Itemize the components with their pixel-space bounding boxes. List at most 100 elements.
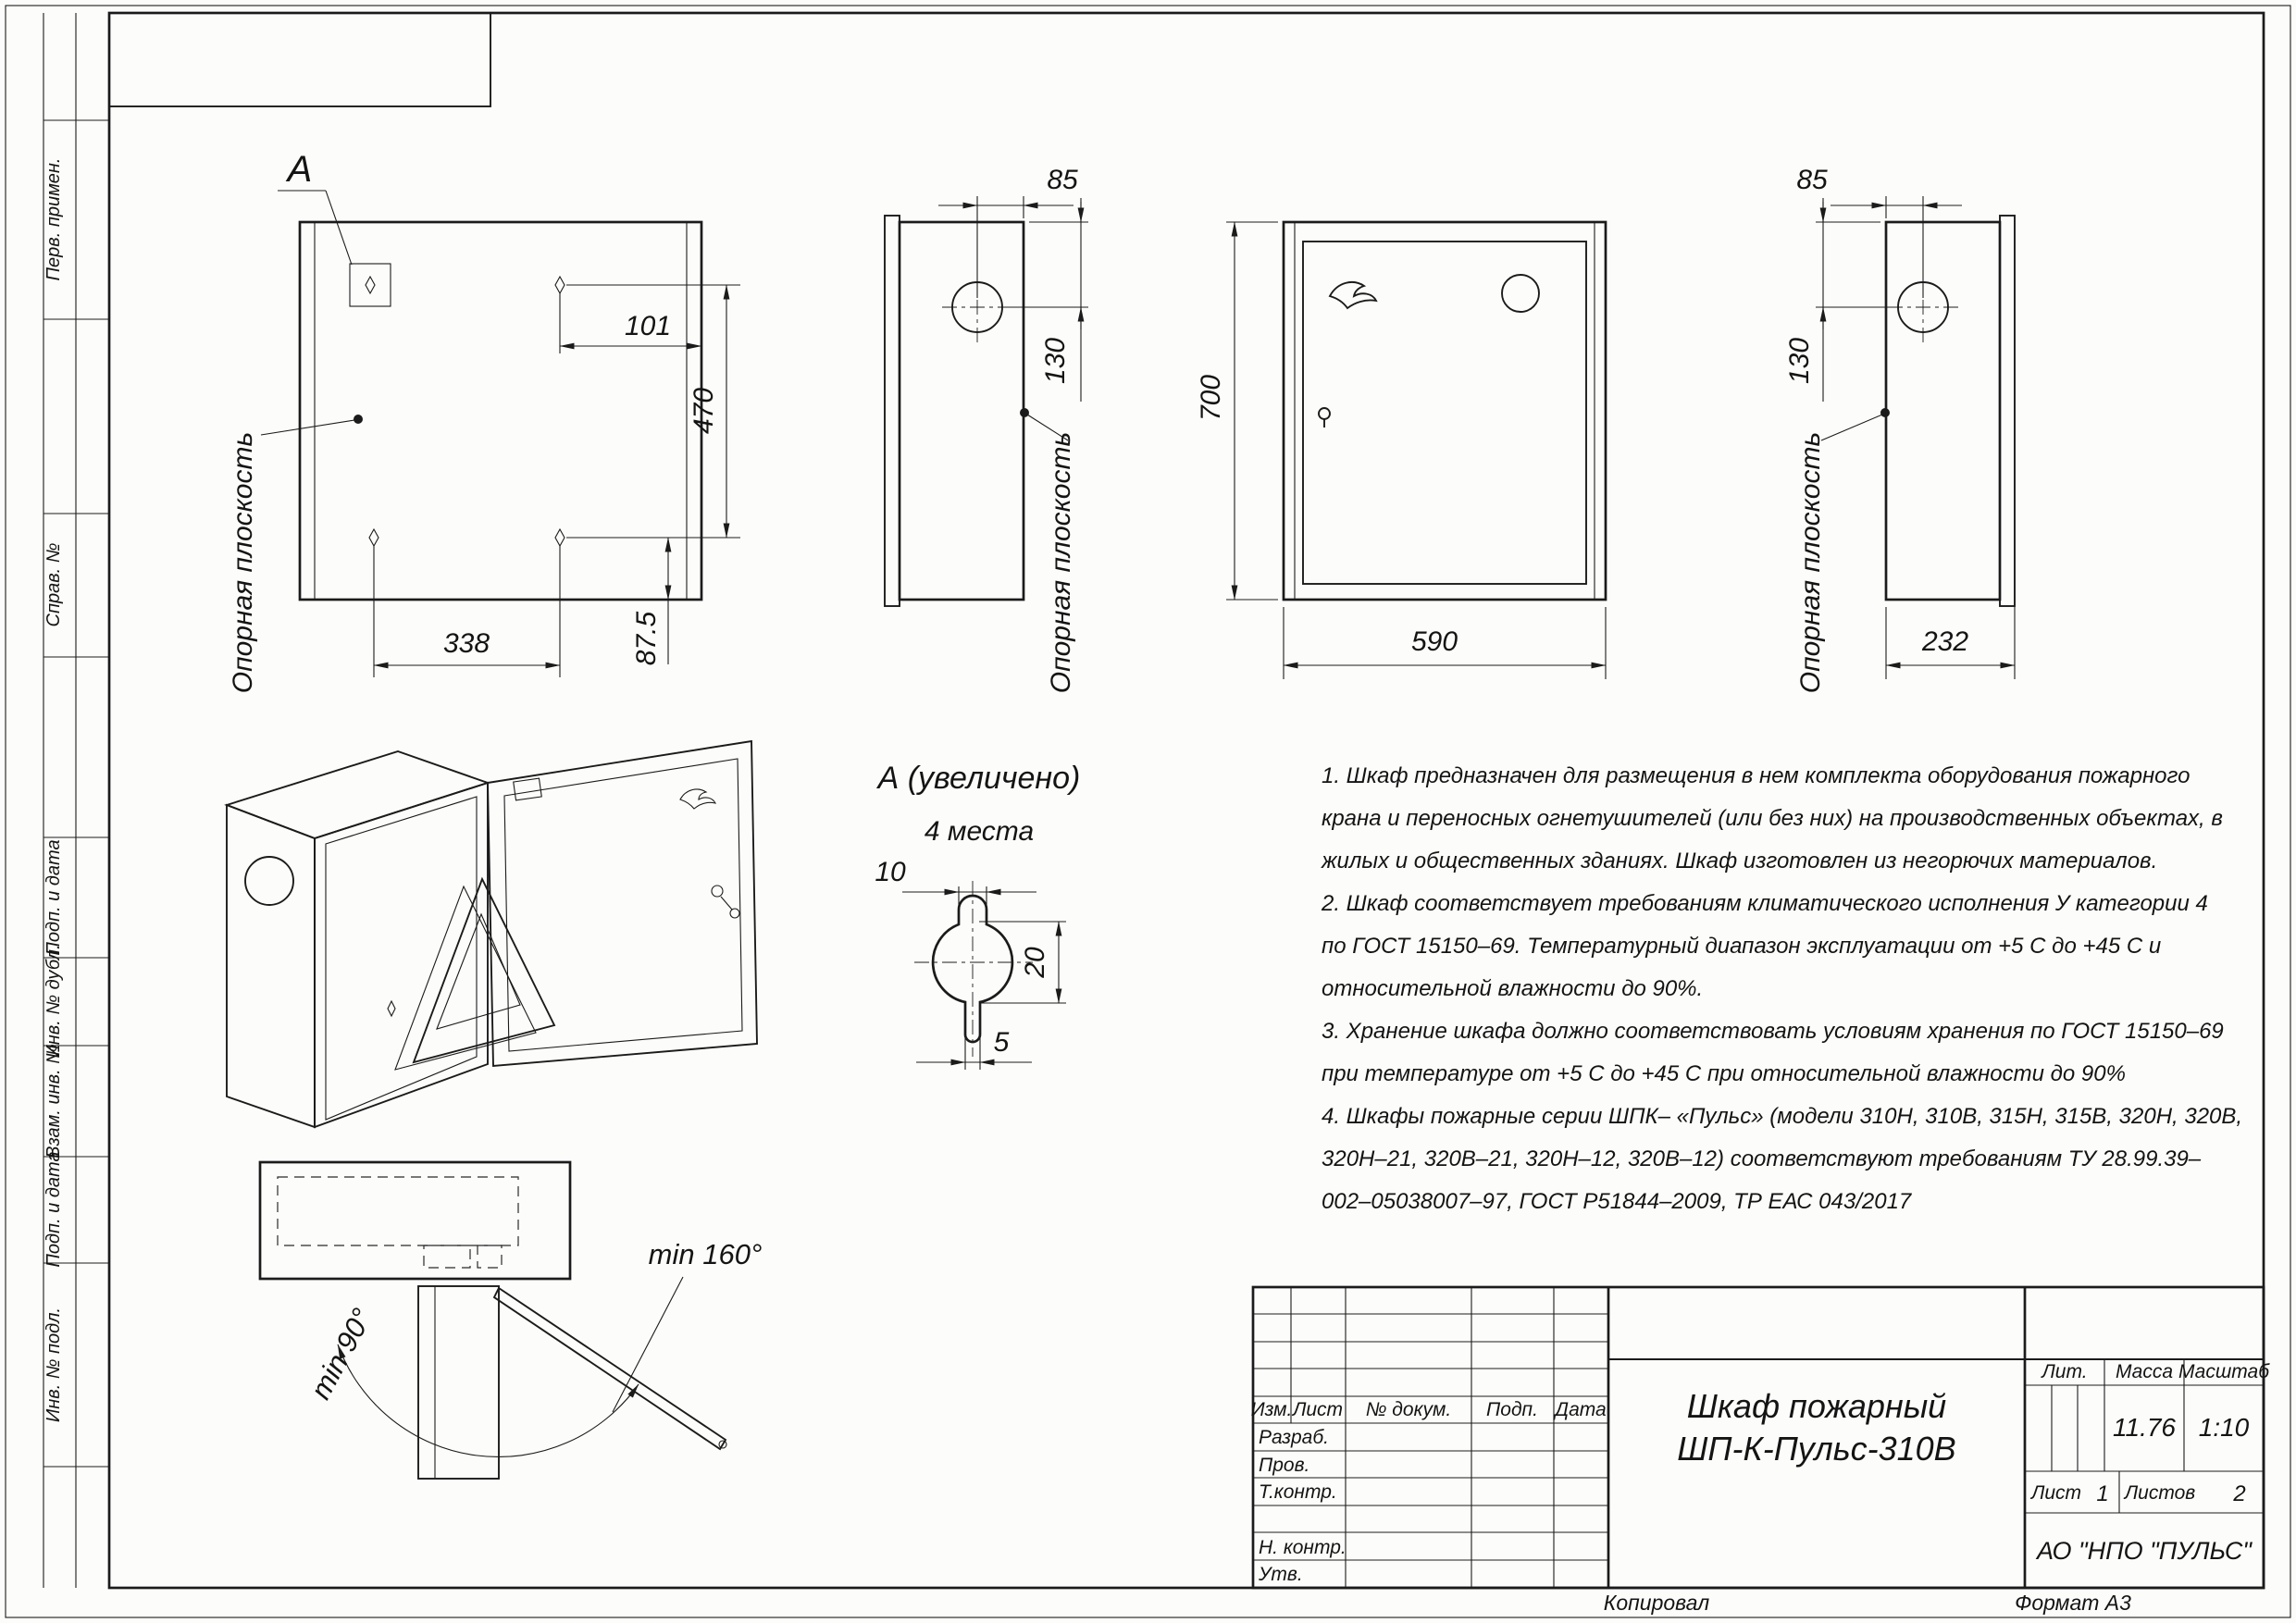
view-front-door: 700 590 bbox=[1196, 220, 1607, 679]
extinguisher-bracket-back bbox=[394, 885, 537, 1071]
dim-5: 5 bbox=[994, 1027, 1010, 1058]
note-line: 002–05038007–97, ГОСТ Р51844–2009, ТР ЕА… bbox=[1322, 1189, 1913, 1214]
note-line: 320Н–21, 320В–21, 320Н–12, 320В–12) соот… bbox=[1322, 1146, 2202, 1171]
cabinet-outline bbox=[1282, 220, 1607, 601]
hidden-inner-outline bbox=[277, 1176, 519, 1246]
col-izm: Изм. bbox=[1251, 1399, 1293, 1420]
brand-logo-icon bbox=[679, 788, 717, 810]
lit-label: Лит. bbox=[2040, 1361, 2087, 1382]
note-line: 3. Хранение шкафа должно соответствовать… bbox=[1322, 1019, 2224, 1044]
dim-87-5: 87.5 bbox=[631, 611, 662, 665]
keyhole-mark bbox=[554, 527, 565, 548]
keyhole-shape bbox=[931, 894, 1014, 1044]
margin-label-vzam-inv: Взам. инв. № bbox=[43, 1044, 64, 1158]
sheet-border bbox=[5, 5, 2291, 1618]
doc-title-line2: ШП-К-Пульс-310В bbox=[1677, 1430, 1955, 1468]
detail-a: А (увеличено) 4 места 10 20 5 bbox=[875, 761, 1080, 1070]
leader-dot bbox=[354, 415, 363, 424]
title-block: Изм. Лист № докум. Подп. Дата Разраб. Пр… bbox=[1251, 1285, 2270, 1590]
margin-label-perv-primen: Перв. примен. bbox=[43, 158, 64, 281]
dim-101: 101 bbox=[625, 311, 671, 341]
keyhole-mark bbox=[387, 999, 396, 1018]
latch bbox=[513, 777, 542, 801]
margin-label-podp-data-1: Подп. и дата bbox=[43, 839, 64, 955]
brand-logo-icon bbox=[1328, 281, 1378, 310]
bracket-cutout bbox=[436, 912, 521, 1030]
masshtab-value: 1:10 bbox=[2199, 1413, 2250, 1442]
margin-label-podp-data-2: Подп. и дата bbox=[43, 1151, 64, 1267]
dim-20: 20 bbox=[1020, 947, 1050, 979]
detail-count: 4 места bbox=[925, 816, 1034, 847]
note-line: 2. Шкаф соответствует требованиям климат… bbox=[1321, 891, 2208, 916]
door-inner-panel bbox=[503, 758, 743, 1052]
massa-label: Масса bbox=[2116, 1361, 2173, 1382]
lock-with-key bbox=[711, 885, 724, 898]
door-at-90 bbox=[417, 1285, 500, 1480]
technical-notes: 1. Шкаф предназначен для размещения в не… bbox=[1321, 763, 2242, 1214]
listov-label: Листов bbox=[2123, 1482, 2196, 1504]
side-face bbox=[226, 803, 316, 1129]
role-prov: Пров. bbox=[1259, 1455, 1309, 1476]
dim-232: 232 bbox=[1921, 626, 1968, 657]
cabinet-plan bbox=[258, 1160, 572, 1281]
cabinet-outline bbox=[1884, 220, 2002, 601]
hose-hole bbox=[244, 856, 294, 906]
extinguisher-bracket bbox=[412, 876, 556, 1064]
opening-inner-frame bbox=[325, 796, 478, 1121]
margin-label-sprav-no: Справ. № bbox=[43, 543, 64, 627]
note-line: 1. Шкаф предназначен для размещения в не… bbox=[1322, 763, 2190, 788]
note-line: 4. Шкафы пожарные серии ШПК– «Пульс» (мо… bbox=[1322, 1104, 2242, 1129]
dim-130: 130 bbox=[1784, 338, 1815, 384]
leader-dot bbox=[1880, 408, 1890, 417]
listov-value: 2 bbox=[2232, 1481, 2245, 1506]
key-ring bbox=[729, 908, 740, 919]
role-razrab: Разраб. bbox=[1259, 1427, 1329, 1448]
swing-arc bbox=[337, 1344, 639, 1458]
note-line: относительной влажности до 90%. bbox=[1322, 976, 1703, 1001]
view-front-mounting: А Опорная плоскость 101 470 87.5 338 bbox=[228, 149, 740, 693]
dim-700: 700 bbox=[1196, 375, 1226, 421]
detail-title: А (увеличено) bbox=[876, 761, 1081, 796]
footer-copy-label: Копировал bbox=[1604, 1591, 1709, 1615]
sheet-frame: Перв. примен. Справ. № Подп. и дата Инв.… bbox=[5, 5, 2291, 1618]
view-side-left: 85 130 Опорная плоскость bbox=[884, 165, 1088, 694]
support-plane-label: Опорная плоскость bbox=[1795, 432, 1826, 694]
support-plane-label: Опорная плоскость bbox=[1046, 432, 1076, 694]
flange bbox=[884, 215, 900, 607]
margin-label-inv-dubl: Инв. № дубл. bbox=[43, 945, 64, 1059]
leader-line bbox=[1820, 414, 1883, 441]
drawing-frame bbox=[107, 11, 2265, 1590]
view-plan-door-swing: min 160° min 90° bbox=[258, 1160, 762, 1480]
dim-10: 10 bbox=[875, 857, 906, 887]
role-tkontr: Т.контр. bbox=[1259, 1481, 1337, 1503]
lock-hole bbox=[1318, 407, 1331, 420]
doc-title-line1: Шкаф пожарный bbox=[1687, 1387, 1946, 1425]
cabinet-outline bbox=[298, 220, 703, 601]
col-podp: Подп. bbox=[1486, 1399, 1538, 1420]
title-block-outline bbox=[1251, 1285, 2265, 1590]
list-label: Лист bbox=[2029, 1482, 2081, 1504]
hose-hole bbox=[1501, 274, 1540, 313]
keyhole-mark bbox=[365, 275, 376, 295]
company-name: АО "НПО "ПУЛЬС" bbox=[2035, 1537, 2253, 1565]
leader-dot bbox=[1020, 408, 1029, 417]
dim-85: 85 bbox=[1796, 165, 1828, 195]
angle-min-label: min 90° bbox=[304, 1303, 379, 1405]
view-isometric bbox=[224, 739, 758, 1129]
list-value: 1 bbox=[2096, 1481, 2108, 1506]
role-nkontr: Н. контр. bbox=[1259, 1537, 1347, 1558]
key-shank bbox=[720, 896, 733, 911]
leader-line bbox=[1026, 414, 1069, 441]
support-plane-label: Опорная плоскость bbox=[228, 432, 258, 694]
note-line: по ГОСТ 15150–69. Температурный диапазон… bbox=[1322, 934, 2161, 959]
col-doc: № докум. bbox=[1366, 1399, 1452, 1420]
leader-line bbox=[260, 419, 355, 436]
hidden-bracket bbox=[423, 1245, 471, 1269]
dim-590: 590 bbox=[1411, 626, 1458, 657]
note-line: жилых и общественных зданиях. Шкаф изгот… bbox=[1321, 849, 2157, 873]
keyhole-mark bbox=[368, 527, 379, 548]
open-door bbox=[487, 739, 758, 1068]
note-line: при температуре от +5 С до +45 С при отн… bbox=[1322, 1061, 2126, 1086]
door-panel bbox=[1302, 241, 1587, 585]
